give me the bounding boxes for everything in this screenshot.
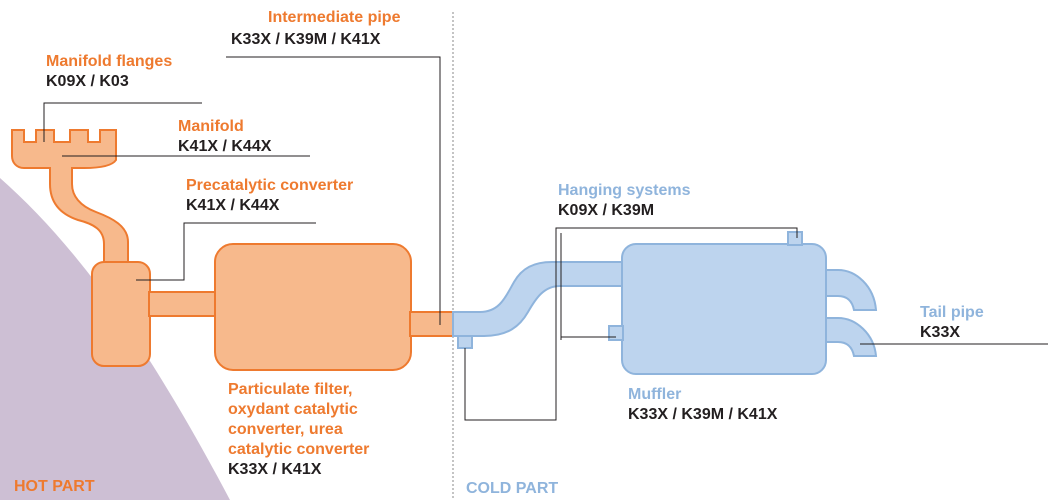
manifold-title: Manifold	[178, 118, 244, 135]
intermediate-pipe-title: Intermediate pipe	[268, 9, 401, 26]
muffler-shape	[621, 243, 827, 375]
leader-intermediate-pipe	[226, 56, 441, 325]
precatalytic-converter-codes: K41X / K44X	[186, 197, 280, 214]
label-intermediate-pipe: Intermediate pipe	[268, 8, 400, 28]
label-intermediate-pipe-codes: K33X / K39M / K41X	[231, 30, 380, 50]
hanging-systems-codes: K09X / K39M	[558, 202, 655, 219]
leader-precatalytic	[136, 222, 316, 281]
hot-part-label: HOT PART	[14, 478, 95, 495]
particulate-filter-line4: catalytic converter	[228, 441, 370, 458]
precatalytic-converter-shape	[91, 261, 151, 367]
leader-manifold-flanges	[43, 102, 202, 142]
manifold-shape	[11, 129, 129, 263]
label-manifold-flanges: Manifold flanges K09X / K03	[46, 52, 172, 92]
muffler-hanger-left	[608, 325, 624, 341]
leader-lines	[43, 56, 1048, 421]
hot-part-components	[11, 129, 455, 371]
tail-pipe-upper-shape	[825, 269, 878, 311]
tail-pipe-lower-shape	[825, 317, 878, 357]
cold-part-components	[452, 231, 878, 375]
intermediate-pipe-codes: K33X / K39M / K41X	[231, 31, 381, 48]
label-particulate-filter: Particulate filter, oxydant catalytic co…	[228, 380, 369, 480]
tail-pipe-title: Tail pipe	[920, 304, 984, 321]
particulate-filter-line3: converter, urea	[228, 421, 343, 438]
manifold-flanges-title: Manifold flanges	[46, 53, 173, 70]
particulate-filter-line2: oxydant catalytic	[228, 401, 358, 418]
manifold-codes: K41X / K44X	[178, 138, 272, 155]
label-precatalytic-converter: Precatalytic converter K41X / K44X	[186, 176, 353, 216]
precatalytic-converter-title: Precatalytic converter	[186, 177, 354, 194]
label-manifold: Manifold K41X / K44X	[178, 117, 271, 157]
particulate-filter-codes: K33X / K41X	[228, 461, 322, 478]
tail-pipe-codes: K33X	[920, 324, 961, 341]
manifold-flanges-codes: K09X / K03	[46, 73, 129, 90]
muffler-title: Muffler	[628, 386, 682, 403]
cold-pipe-shape	[452, 261, 627, 337]
muffler-hanger-top	[787, 231, 803, 246]
label-muffler: Muffler K33X / K39M / K41X	[628, 385, 777, 425]
label-tail-pipe: Tail pipe K33X	[920, 303, 984, 343]
cold-part-label: COLD PART	[466, 480, 559, 497]
connecting-pipe-shape	[148, 291, 218, 317]
particulate-filter-shape	[214, 243, 412, 371]
particulate-filter-line1: Particulate filter,	[228, 381, 353, 398]
hanger-shape	[457, 335, 473, 349]
label-hanging-systems: Hanging systems K09X / K39M	[558, 181, 690, 221]
leader-hanging-left	[464, 227, 798, 421]
intermediate-pipe-shape	[409, 311, 455, 337]
hanging-systems-title: Hanging systems	[558, 182, 691, 199]
muffler-codes: K33X / K39M / K41X	[628, 406, 778, 423]
